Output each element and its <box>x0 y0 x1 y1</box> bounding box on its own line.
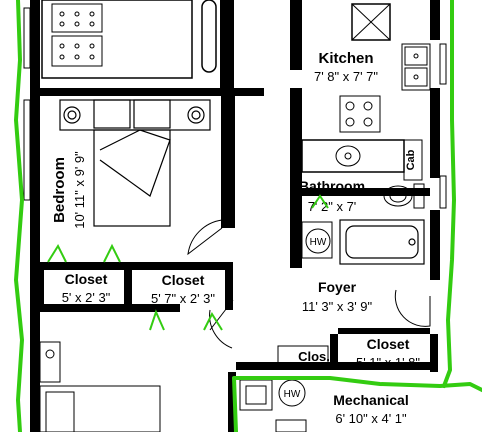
bedroom-name: Bedroom <box>51 157 68 223</box>
bathroom-dims: 7' 2" x 7' <box>308 199 357 214</box>
bed <box>59 99 211 227</box>
closet-1: Closet 5' x 2' 3" <box>62 271 111 305</box>
foyer-dims: 11' 3" x 3' 9" <box>302 299 373 314</box>
bathroom: Cab HW Bathroom 7' 2" x 7' <box>299 139 425 265</box>
closet-2-name: Closet <box>162 272 205 288</box>
sink <box>335 145 361 167</box>
windows <box>23 7 447 209</box>
doors <box>187 219 431 349</box>
closet-2: Closet 5' 7" x 2' 3" <box>151 272 215 306</box>
mechanical-dims: 6' 10" x 4' 1" <box>335 411 407 426</box>
closet-3-name: Closet <box>367 336 410 352</box>
sink-double <box>401 43 431 91</box>
toilet <box>383 183 425 209</box>
cab-label: Cab <box>405 149 417 170</box>
upper-room <box>41 0 217 79</box>
hw-label-bath: HW <box>310 237 327 248</box>
closet-3: Closet 5' 1" x 1' 8" <box>356 336 420 370</box>
vanity <box>301 139 405 173</box>
closet-rod-upper <box>201 0 217 73</box>
foyer: Foyer 11' 3" x 3' 9" <box>302 279 373 314</box>
lower-room <box>39 341 161 432</box>
bathroom-name: Bathroom <box>299 178 365 194</box>
walls <box>30 0 440 432</box>
bedroom: Bedroom 10' 11" x 9' 9" <box>51 99 211 229</box>
closet-1-dims: 5' x 2' 3" <box>62 290 111 305</box>
water-heater-bath: HW <box>301 221 333 259</box>
stove <box>339 95 381 133</box>
mechanical-name: Mechanical <box>333 392 408 408</box>
closet-2-dims: 5' 7" x 2' 3" <box>151 291 215 306</box>
closet-1-name: Closet <box>65 271 108 287</box>
bedroom-dims: 10' 11" x 9' 9" <box>72 151 87 229</box>
doorway-marks <box>47 194 329 331</box>
bathtub <box>339 219 425 265</box>
hw-label-mech: HW <box>284 389 301 400</box>
bed-pillows-upper <box>51 3 103 67</box>
foyer-name: Foyer <box>318 279 357 295</box>
green-outline <box>14 0 482 432</box>
kitchen-name: Kitchen <box>318 50 373 67</box>
clos: Clos. <box>277 345 330 367</box>
kitchen: Kitchen 7' 8" x 7' 7" <box>314 3 431 133</box>
clos-name: Clos. <box>298 349 330 364</box>
water-heater-mech: HW <box>278 379 306 407</box>
mechanical: HW Mechanical 6' 10" x 4' 1" <box>239 379 409 432</box>
range-hood <box>351 3 391 41</box>
furnace <box>239 379 307 432</box>
kitchen-dims: 7' 8" x 7' 7" <box>314 69 378 84</box>
closet-3-dims: 5' 1" x 1' 8" <box>356 355 420 370</box>
